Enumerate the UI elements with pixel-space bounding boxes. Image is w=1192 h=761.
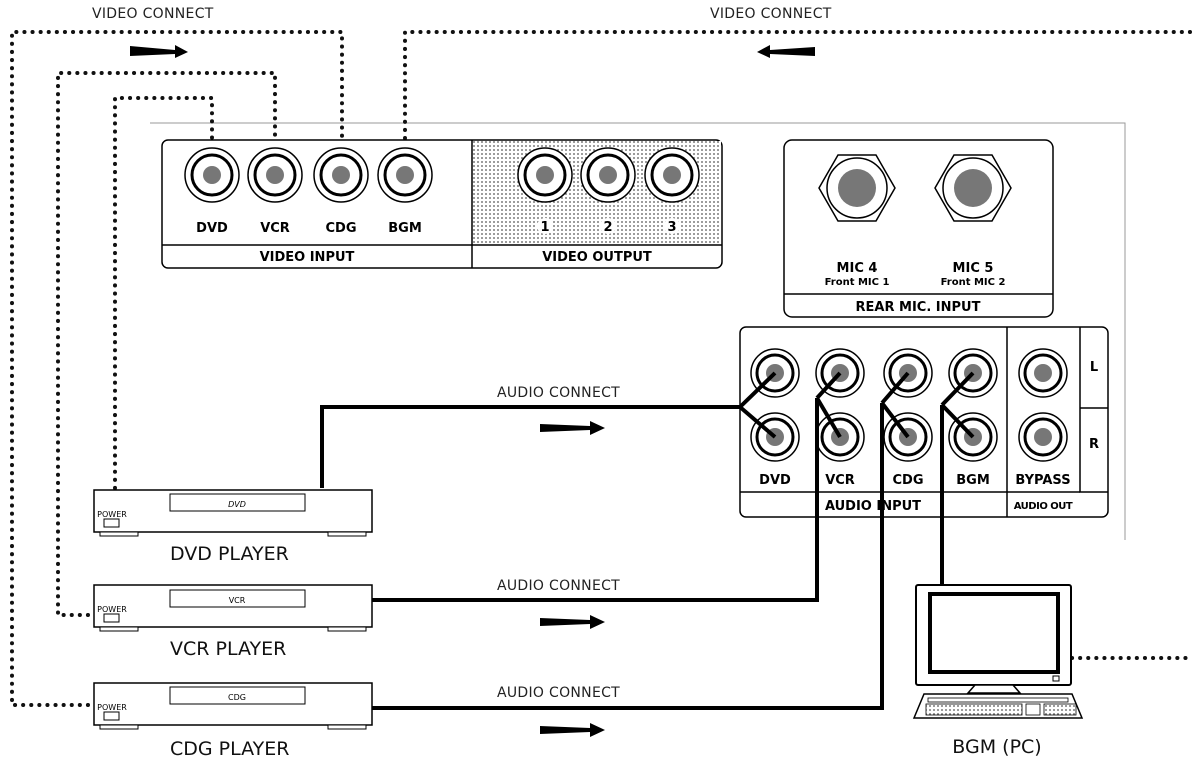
video-cable-dvd: [113, 96, 214, 490]
audio-input-title: AUDIO INPUT: [825, 499, 921, 514]
audio-out-title: AUDIO OUT: [1014, 501, 1073, 512]
cdg-player-label: CDG PLAYER: [170, 738, 289, 760]
audio-input-label-dvd: DVD: [759, 473, 791, 488]
cdg-power-label: POWER: [97, 703, 127, 712]
audio-cable-dvd: [320, 405, 740, 488]
video-output-label-2: 2: [603, 220, 612, 235]
rear-mic-panel: MIC 4 Front MIC 1 MIC 5 Front MIC 2 REAR…: [783, 139, 1054, 318]
arrow-left-icon: [757, 45, 815, 58]
mic4-sub-label: Front MIC 1: [825, 277, 890, 288]
cdg-player: CDG POWER: [93, 682, 373, 730]
video-input-label-cdg: CDG: [325, 221, 356, 236]
audio-connect-label-cdg: AUDIO CONNECT: [497, 685, 620, 701]
video-output-jack-3[interactable]: [644, 147, 700, 203]
video-connect-label-left: VIDEO CONNECT: [92, 6, 214, 22]
audio-connect-label-dvd: AUDIO CONNECT: [497, 385, 620, 401]
video-output-jack-2[interactable]: [580, 147, 636, 203]
video-input-label-dvd: DVD: [196, 221, 228, 236]
video-connect-label-right: VIDEO CONNECT: [710, 6, 832, 22]
vcr-power-label: POWER: [97, 605, 127, 614]
audio-cable-vcr: [372, 398, 819, 602]
arrow-right-icon: [540, 615, 605, 629]
audio-input-label-bgm: BGM: [956, 473, 990, 488]
arrow-right-icon: [130, 45, 188, 58]
video-input-jack-bgm[interactable]: [377, 147, 433, 203]
vcr-player-label: VCR PLAYER: [170, 638, 286, 660]
rear-mic-title: REAR MIC. INPUT: [856, 300, 981, 315]
video-input-jack-vcr[interactable]: [247, 147, 303, 203]
mic4-label: MIC 4: [837, 261, 878, 276]
video-input-label-bgm: BGM: [388, 221, 422, 236]
audio-cable-vcr-split: [815, 371, 842, 439]
audio-input-label-cdg: CDG: [892, 473, 923, 488]
mic5-jack[interactable]: [934, 154, 1012, 222]
dvd-player-label: DVD PLAYER: [170, 543, 289, 565]
dvd-power-button[interactable]: [103, 518, 120, 528]
audio-panel: DVD VCR CDG BGM BYPASS L R AUDIO INPUT A…: [739, 326, 1109, 518]
vcr-power-button[interactable]: [103, 613, 120, 623]
channel-label-l: L: [1090, 360, 1098, 375]
cdg-display-label: CDG: [228, 693, 246, 702]
audio-out-jack-bypass-l[interactable]: [1018, 348, 1068, 398]
video-output-title: VIDEO OUTPUT: [542, 250, 652, 265]
audio-cable-cdg-split: [880, 371, 910, 439]
channel-label-r: R: [1089, 437, 1099, 452]
video-cable-bgm: [403, 30, 1192, 157]
video-input-jack-dvd[interactable]: [184, 147, 240, 203]
video-output-jack-1[interactable]: [517, 147, 573, 203]
audio-out-label-bypass: BYPASS: [1015, 473, 1070, 488]
vcr-player: VCR POWER: [93, 584, 373, 632]
arrow-right-icon: [540, 421, 605, 435]
audio-out-jack-bypass-r[interactable]: [1018, 412, 1068, 462]
vcr-display-label: VCR: [229, 596, 246, 605]
video-input-label-vcr: VCR: [260, 221, 290, 236]
mic5-label: MIC 5: [953, 261, 994, 276]
rear-panel-outline: [150, 122, 1126, 540]
video-input-jack-cdg[interactable]: [313, 147, 369, 203]
dvd-power-label: POWER: [97, 510, 127, 519]
video-input-title: VIDEO INPUT: [260, 250, 355, 265]
video-cable-cdg: [10, 30, 344, 707]
audio-cable-dvd-split: [738, 371, 777, 439]
audio-cable-bgm-split: [940, 371, 975, 439]
arrow-right-icon: [540, 723, 605, 737]
dvd-player: DVD POWER: [93, 489, 373, 537]
mic4-jack[interactable]: [818, 154, 896, 222]
mic5-sub-label: Front MIC 2: [941, 277, 1006, 288]
video-output-label-3: 3: [667, 220, 676, 235]
audio-connect-label-vcr: AUDIO CONNECT: [497, 578, 620, 594]
audio-input-label-vcr: VCR: [825, 473, 855, 488]
pc-label: BGM (PC): [952, 736, 1041, 758]
video-output-label-1: 1: [540, 220, 549, 235]
video-panel: DVD VCR CDG BGM VIDEO INPUT 1 2 3 VIDEO …: [161, 139, 723, 269]
pc-computer-icon: [912, 584, 1084, 719]
audio-cable-cdg: [372, 403, 884, 710]
cdg-power-button[interactable]: [103, 711, 120, 721]
dvd-display-label: DVD: [228, 500, 246, 509]
